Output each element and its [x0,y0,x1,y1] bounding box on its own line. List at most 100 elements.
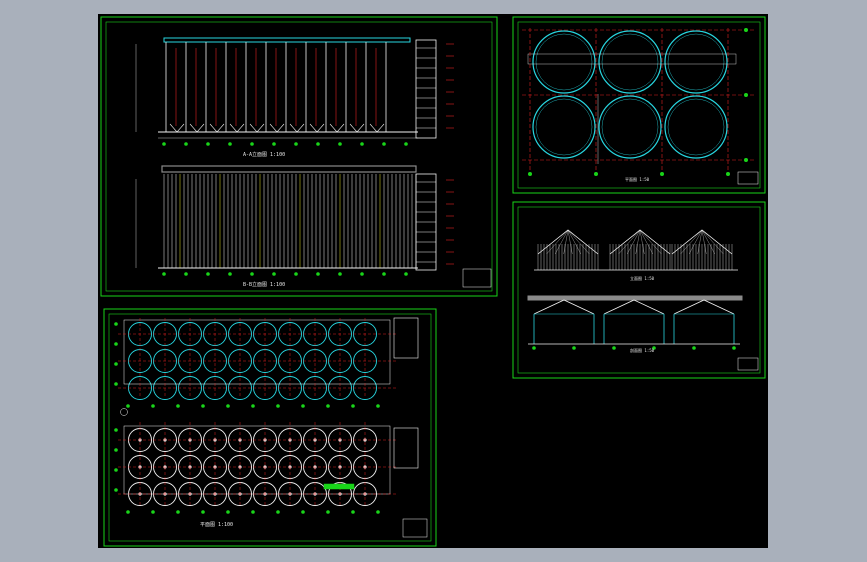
elev-b-axis-marker [360,272,364,276]
sheet-frame-plan [103,308,437,547]
plan-axis-bubble [201,510,205,514]
small-plan-silo-inner [667,98,725,156]
roof-truss-line [680,229,703,255]
drawing-canvas[interactable]: A-A立面图 1:100 B-B立面图 1:100 平面图 1:100 平面图 … [98,14,768,548]
plan-axis-bubble [226,510,230,514]
plan-small-label: 平面图 1:50 [625,176,650,182]
elev-b-axis-marker [404,272,408,276]
elev-a-hopper [369,123,378,133]
small-plan-silo-inner [601,33,659,91]
elevation-a-label: A-A立面图 1:100 [243,151,285,158]
elev-a-axis-marker [206,142,210,146]
elev-b-axis-marker [184,272,188,276]
title-block-elevations [462,268,492,288]
plan-axis-bubble [176,404,180,408]
section-axis-bubble [612,346,616,350]
plan-axis-bubble [114,468,118,472]
roof-truss-line [635,229,641,255]
elev-b-axis-marker [250,272,254,276]
plan-axis-bubble [326,510,330,514]
small-plan-axis-bubble [660,172,664,176]
elev-a-tower [415,39,437,139]
sheet-inner-frame-plan [108,313,432,542]
plan-axis-bubble [251,510,255,514]
elev-a-axis-marker [338,142,342,146]
plan-label: 平面图 1:100 [200,522,233,528]
small-plan-silo-inner [535,98,593,156]
plan-axis-bubble [126,510,130,514]
plan-highlight-mark [323,483,355,490]
elev-a-hopper [376,123,385,133]
plan-side-room-lower [393,427,419,469]
elev-a-hopper [236,123,245,133]
elev-a-hopper [336,123,345,133]
elev-a-hopper [329,123,338,133]
plan-axis-bubble [114,362,118,366]
roof-truss-line [567,229,599,255]
small-plan-silo-inner [535,33,593,91]
elev-b-axis-marker [294,272,298,276]
elev-b-axis-marker [228,272,232,276]
small-plan-axis-bubble [528,172,532,176]
section-truss-top [673,299,735,315]
plan-axis-bubble [114,428,118,432]
north-arrow-icon [120,408,128,416]
roof-truss-line [546,229,569,255]
elev-a-roof-band [163,37,411,43]
elev-a-hopper [216,123,225,133]
elev-a-hopper [356,123,365,133]
roof-truss-line [689,229,703,255]
sheet-inner-frame-roof [517,206,761,374]
roof-truss-line [609,229,641,255]
plan-axis-bubble [276,404,280,408]
roof-truss-line [701,229,715,255]
elev-a-axis-marker [316,142,320,146]
roof-truss-line [567,229,573,255]
roof-truss-line [639,229,671,255]
elev-b-axis-marker [316,272,320,276]
plan-axis-bubble [151,510,155,514]
section-axis-bubble [732,346,736,350]
elev-b-axis-marker [206,272,210,276]
elev-a-hopper [289,123,298,133]
plan-lower-outline [123,425,391,495]
small-plan-axis-bubble [744,158,748,162]
title-block-plan [402,518,428,538]
elev-a-axis-marker [272,142,276,146]
plan-upper-outline [123,319,391,385]
plan-axis-bubble [276,510,280,514]
roof-truss-line [701,229,724,255]
elev-b-axis-marker [338,272,342,276]
small-plan-silo-inner [667,33,725,91]
plan-axis-bubble [176,510,180,514]
roof-truss-line [537,229,569,255]
small-plan-silo [532,30,596,94]
small-plan-axis-bubble [726,172,730,176]
roof-truss-line [563,229,569,255]
roof-label: 立面图 1:50 [630,275,655,281]
section-truss-top [533,299,595,315]
section-axis-bubble [652,346,656,350]
plan-axis-bubble [376,510,380,514]
elev-a-axis-marker [162,142,166,146]
elev-a-axis-marker [382,142,386,146]
plan-axis-bubble [114,382,118,386]
sheet-frame-elevations [100,16,498,297]
roof-truss-line [567,229,590,255]
elev-a-hopper [269,123,278,133]
section-axis-bubble [532,346,536,350]
plan-axis-bubble [151,404,155,408]
title-block-plan-small [737,171,759,185]
elev-a-hopper [209,123,218,133]
plan-axis-bubble [351,404,355,408]
roof-truss-line [639,229,645,255]
small-plan-silo [598,95,662,159]
elevation-b-label: B-B立面图 1:100 [243,281,285,288]
plan-axis-bubble [351,510,355,514]
small-plan-axis-bubble [744,28,748,32]
plan-axis-bubble [201,404,205,408]
elev-a-axis-marker [294,142,298,146]
plan-axis-bubble [114,322,118,326]
section-truss-top [603,299,665,315]
